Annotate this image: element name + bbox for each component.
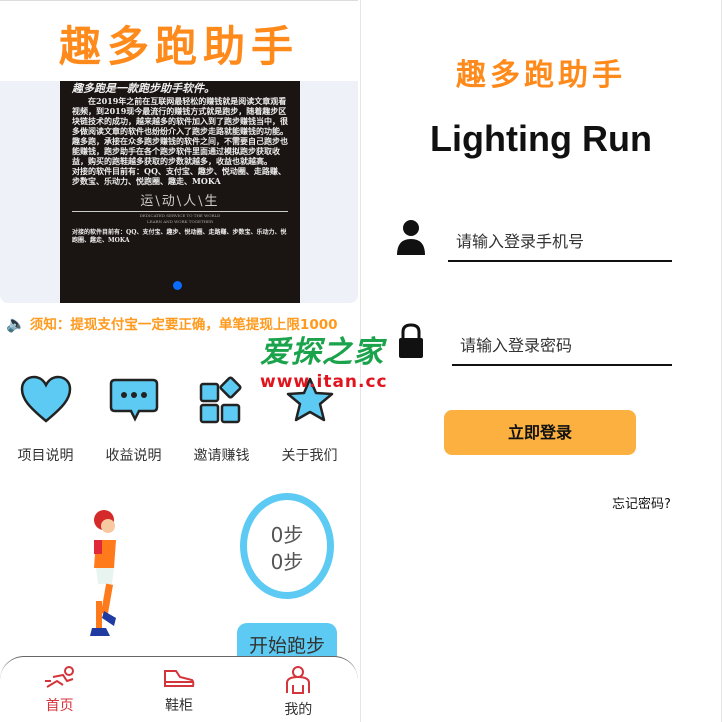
menu-item-income[interactable]: 收益说明 [91, 369, 176, 465]
speaker-icon: 🔈 [6, 314, 26, 333]
tab-mine[interactable]: 我的 [239, 657, 358, 722]
person-icon [286, 666, 311, 694]
phone-input[interactable]: 请输入登录手机号 [448, 228, 672, 262]
app-title: 趣多跑助手 [456, 58, 626, 93]
shoe-icon [163, 670, 195, 687]
star-icon [286, 377, 333, 422]
grid-icon [199, 376, 242, 424]
password-input[interactable]: 请输入登录密码 [452, 332, 672, 366]
login-screen: 趣多跑助手 Lighting Run [360, 0, 722, 722]
heart-icon [20, 375, 71, 423]
user-icon [397, 220, 425, 255]
poster-para: 在2019年之前在互联网最轻松的赚钱就是阅读文章观看视频，到2019现今最流行的… [72, 96, 288, 136]
login-button[interactable]: 立即登录 [444, 410, 636, 455]
chat-bubble-icon [109, 378, 158, 422]
poster-sub: LEARN AND WORK TOGETHER [147, 219, 213, 224]
poster-slogan: 运\动\人\生 [72, 194, 288, 212]
notice-text: 须知：提现支付宝一定要正确，单笔提现上限1000 [29, 317, 338, 333]
runner-illustration [90, 510, 116, 636]
tab-home[interactable]: 首页 [0, 657, 119, 722]
poster-image[interactable]: 趣多跑是一款跑步助手软件。 在2019年之前在互联网最轻松的赚钱就是阅读文章观看… [60, 81, 300, 303]
menu-grid: 项目说明 收益说明 邀请赚钱 关于我们 [0, 369, 358, 465]
menu-item-about[interactable]: 关于我们 [267, 369, 352, 465]
tab-bar: 首页 鞋柜 我的 [0, 656, 358, 722]
app-title: 趣多跑助手 [58, 22, 299, 71]
poster-footer: 对接的软件目前有：QQ、支付宝、趣步、悦动圈、走路赚、步数宝、乐动力、悦跑圈、趣… [72, 229, 287, 244]
menu-item-invite[interactable]: 邀请赚钱 [179, 369, 264, 465]
notice-bar: 🔈须知：提现支付宝一定要正确，单笔提现上限1000 [6, 313, 356, 335]
step-count: 0步 [270, 523, 304, 547]
carousel-indicator[interactable] [173, 281, 182, 290]
poster-heading: 趣多跑是一款跑步助手软件。 [72, 82, 215, 95]
lock-icon [399, 323, 423, 358]
menu-item-project[interactable]: 项目说明 [3, 369, 88, 465]
brand-title: Lighting Run [430, 118, 652, 159]
runner-icon [44, 666, 74, 688]
poster-para: 对接的软件目前有：QQ、支付宝、趣步、悦动圈、走路赚、步数宝、乐动力、悦跑圈、趣… [72, 166, 286, 186]
step-count: 0步 [270, 550, 304, 574]
poster-sub: DEDICATED SERVICE TO THE WORLD [139, 213, 221, 218]
tab-shoes[interactable]: 鞋柜 [119, 657, 238, 722]
step-counter: 0步 0步 [240, 493, 334, 599]
home-screen: 趣多跑助手 趣多跑是一款跑步助手软件。 在2019年之前在互联网最轻松的赚钱就是… [0, 0, 358, 722]
forgot-password-link[interactable]: 忘记密码? [612, 497, 671, 512]
poster-para: 趣多跑，承接在众多跑步赚钱的软件之间，不需要自己跑步也能赚钱，跑步助手在各个跑步… [72, 136, 288, 166]
